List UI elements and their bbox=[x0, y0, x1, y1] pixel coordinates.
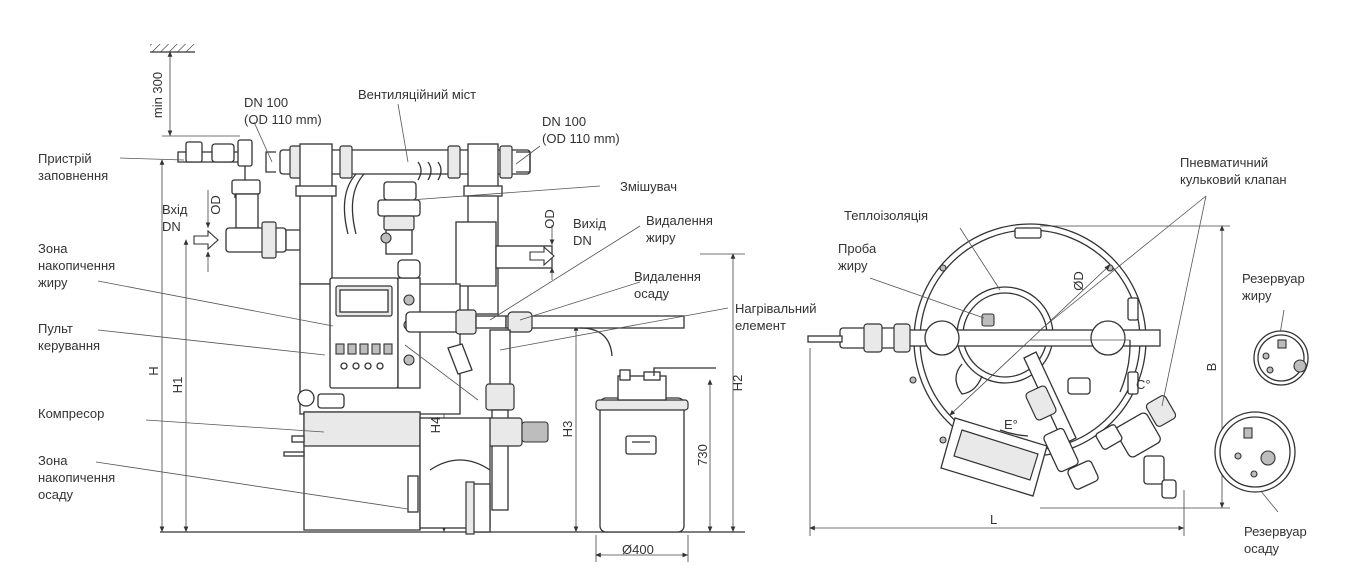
front-view bbox=[95, 44, 745, 562]
dim-h3: H3 bbox=[560, 420, 575, 438]
inlet-arrow-icon bbox=[193, 229, 219, 251]
label-sludge-zone: Зона накопичення осаду bbox=[38, 453, 116, 502]
dim-h4: H4 bbox=[428, 416, 443, 434]
dim-d400: Ø400 bbox=[622, 542, 654, 557]
label-fat-sample: Проба жиру bbox=[838, 241, 877, 273]
outlet-arrow-icon bbox=[529, 245, 555, 267]
label-inlet: Вхід DN bbox=[162, 202, 188, 234]
label-filling-device: Пристрій заповнення bbox=[38, 151, 109, 183]
dim-od-in: OD bbox=[208, 195, 223, 215]
label-ball-valve: Пневматичний кульковий клапан bbox=[1180, 155, 1287, 187]
label-outlet: Вихід DN bbox=[573, 216, 606, 248]
dim-min300: min 300 bbox=[150, 71, 165, 119]
dim-h2: H2 bbox=[730, 374, 745, 392]
label-dn-right: DN 100 (OD 110 mm) bbox=[542, 114, 620, 146]
dim-e-angle: E° bbox=[1004, 417, 1018, 432]
ceiling-hatch bbox=[150, 44, 195, 52]
label-vent-bridge: Вентиляційний міст bbox=[358, 87, 477, 102]
dim-h: H bbox=[146, 366, 161, 376]
label-control-panel: Пульт керування bbox=[38, 321, 101, 353]
label-thermal-insulation: Теплоізоляція bbox=[844, 208, 929, 223]
inlet-pipe bbox=[225, 227, 287, 253]
label-sludge-tank: Резервуар осаду bbox=[1244, 524, 1307, 556]
label-dn-left: DN 100 (OD 110 mm) bbox=[244, 95, 322, 127]
dim-od-top: ØD bbox=[1071, 271, 1086, 291]
label-fat-removal: Видалення жиру bbox=[646, 213, 713, 245]
label-heating-element: Нагрівальний елемент bbox=[735, 301, 817, 333]
dim-c-angle: C° bbox=[1136, 377, 1151, 392]
dim-b: B bbox=[1204, 362, 1219, 372]
top-view bbox=[807, 195, 1309, 536]
label-fat-zone: Зона накопичення жиру bbox=[38, 241, 116, 290]
sludge-tank-front bbox=[599, 397, 685, 533]
mixer bbox=[383, 181, 417, 201]
outlet-housing bbox=[455, 221, 497, 287]
dim-l: L bbox=[990, 512, 998, 527]
label-sludge-removal: Видалення осаду bbox=[634, 269, 701, 301]
sludge-tank-top bbox=[1214, 411, 1296, 493]
dim-h1: H1 bbox=[170, 376, 185, 394]
label-mixer: Змішувач bbox=[620, 179, 678, 194]
dim-730: 730 bbox=[695, 444, 710, 466]
heating-element bbox=[505, 315, 685, 329]
left-riser bbox=[299, 143, 333, 285]
label-compressor: Компресор bbox=[38, 406, 105, 421]
fat-tank-top bbox=[1253, 330, 1309, 386]
dim-od-out: OD bbox=[542, 209, 557, 229]
label-fat-tank: Резервуар жиру bbox=[1242, 271, 1305, 303]
